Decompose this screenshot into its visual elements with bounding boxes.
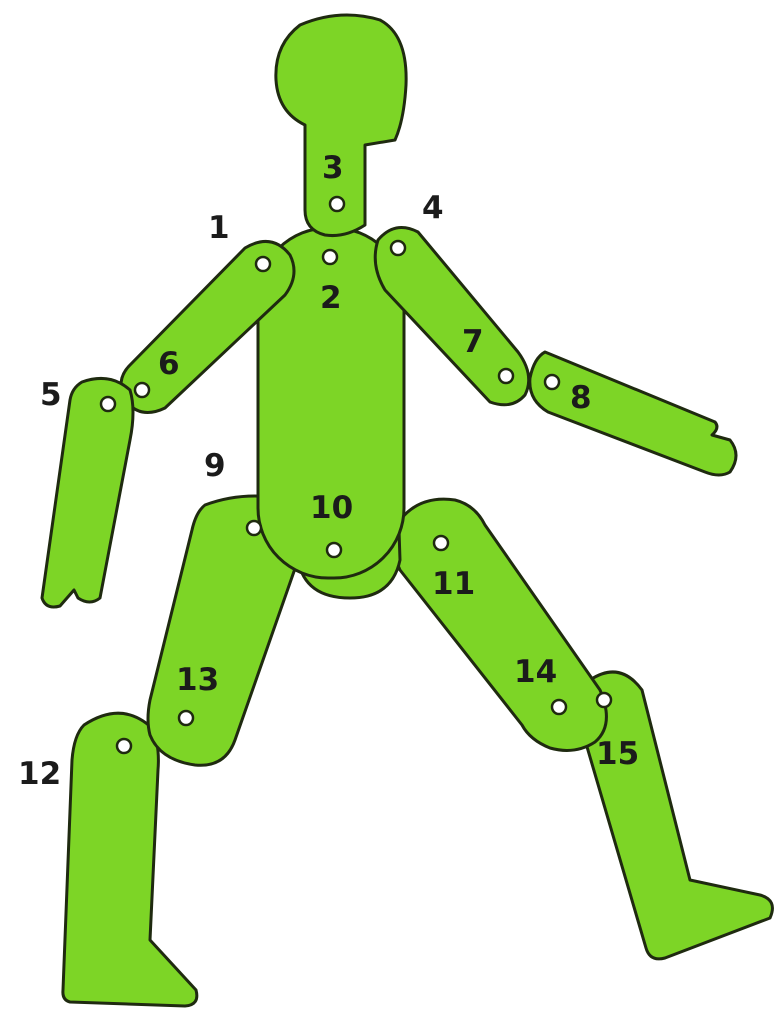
label-10: 10 [310,490,353,526]
hole-elbow-right-a [499,369,513,383]
label-6: 6 [158,346,180,382]
hole-shoulder-right [391,241,405,255]
part-thigh-right [394,499,606,750]
label-11: 11 [432,566,475,602]
part-forearm-right [530,352,736,475]
hole-torso-top [323,250,337,264]
label-15: 15 [596,736,639,772]
hole-hip-right [434,536,448,550]
label-13: 13 [176,662,219,698]
label-4: 4 [422,190,444,226]
label-12: 12 [18,756,61,792]
label-9: 9 [204,448,226,484]
hole-knee-left-a [179,711,193,725]
hole-elbow-left-a [135,383,149,397]
label-14: 14 [514,654,557,690]
label-3: 3 [322,150,344,186]
label-8: 8 [570,380,592,416]
label-2: 2 [320,280,342,316]
hole-knee-right-a [552,700,566,714]
hole-hip-left [247,521,261,535]
label-1: 1 [208,210,230,246]
hole-shoulder-left [256,257,270,271]
hole-hip-center [327,543,341,557]
label-7: 7 [462,324,484,360]
hole-knee-right-b [597,693,611,707]
hole-neck [330,197,344,211]
hole-knee-left-b [117,739,131,753]
hole-elbow-right-b [545,375,559,389]
hole-elbow-left-b [101,397,115,411]
part-shin-right [582,672,772,959]
label-5: 5 [40,377,62,413]
